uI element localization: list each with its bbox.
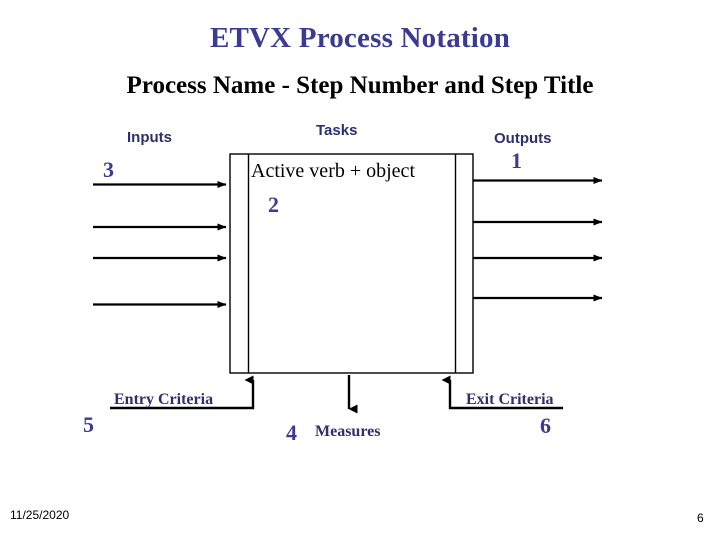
input-arrows bbox=[93, 181, 227, 308]
entry-criteria-label: Entry Criteria bbox=[114, 391, 214, 408]
tasks-column-label: Tasks bbox=[316, 122, 358, 139]
measures-step-number: 4 bbox=[286, 420, 297, 445]
process-box bbox=[229, 153, 474, 374]
footer-page-number: 6 bbox=[697, 511, 704, 525]
outputs-column-label: Outputs bbox=[494, 130, 552, 147]
output-arrows bbox=[473, 177, 603, 302]
footer-date: 11/25/2020 bbox=[10, 508, 70, 522]
outputs-step-number: 1 bbox=[511, 148, 522, 173]
measures-label: Measures bbox=[315, 423, 381, 440]
exit-criteria-step-number: 6 bbox=[540, 413, 551, 438]
inputs-column-label: Inputs bbox=[127, 129, 172, 146]
exit-criteria-label: Exit Criteria bbox=[466, 391, 554, 408]
entry-criteria-step-number: 5 bbox=[83, 412, 94, 437]
task-description-text: Active verb + object bbox=[251, 160, 415, 182]
inputs-step-number: 3 bbox=[103, 157, 114, 182]
page-title: ETVX Process Notation bbox=[209, 22, 511, 54]
tasks-step-number: 2 bbox=[268, 192, 279, 217]
page-subtitle: Process Name - Step Number and Step Titl… bbox=[126, 72, 594, 99]
